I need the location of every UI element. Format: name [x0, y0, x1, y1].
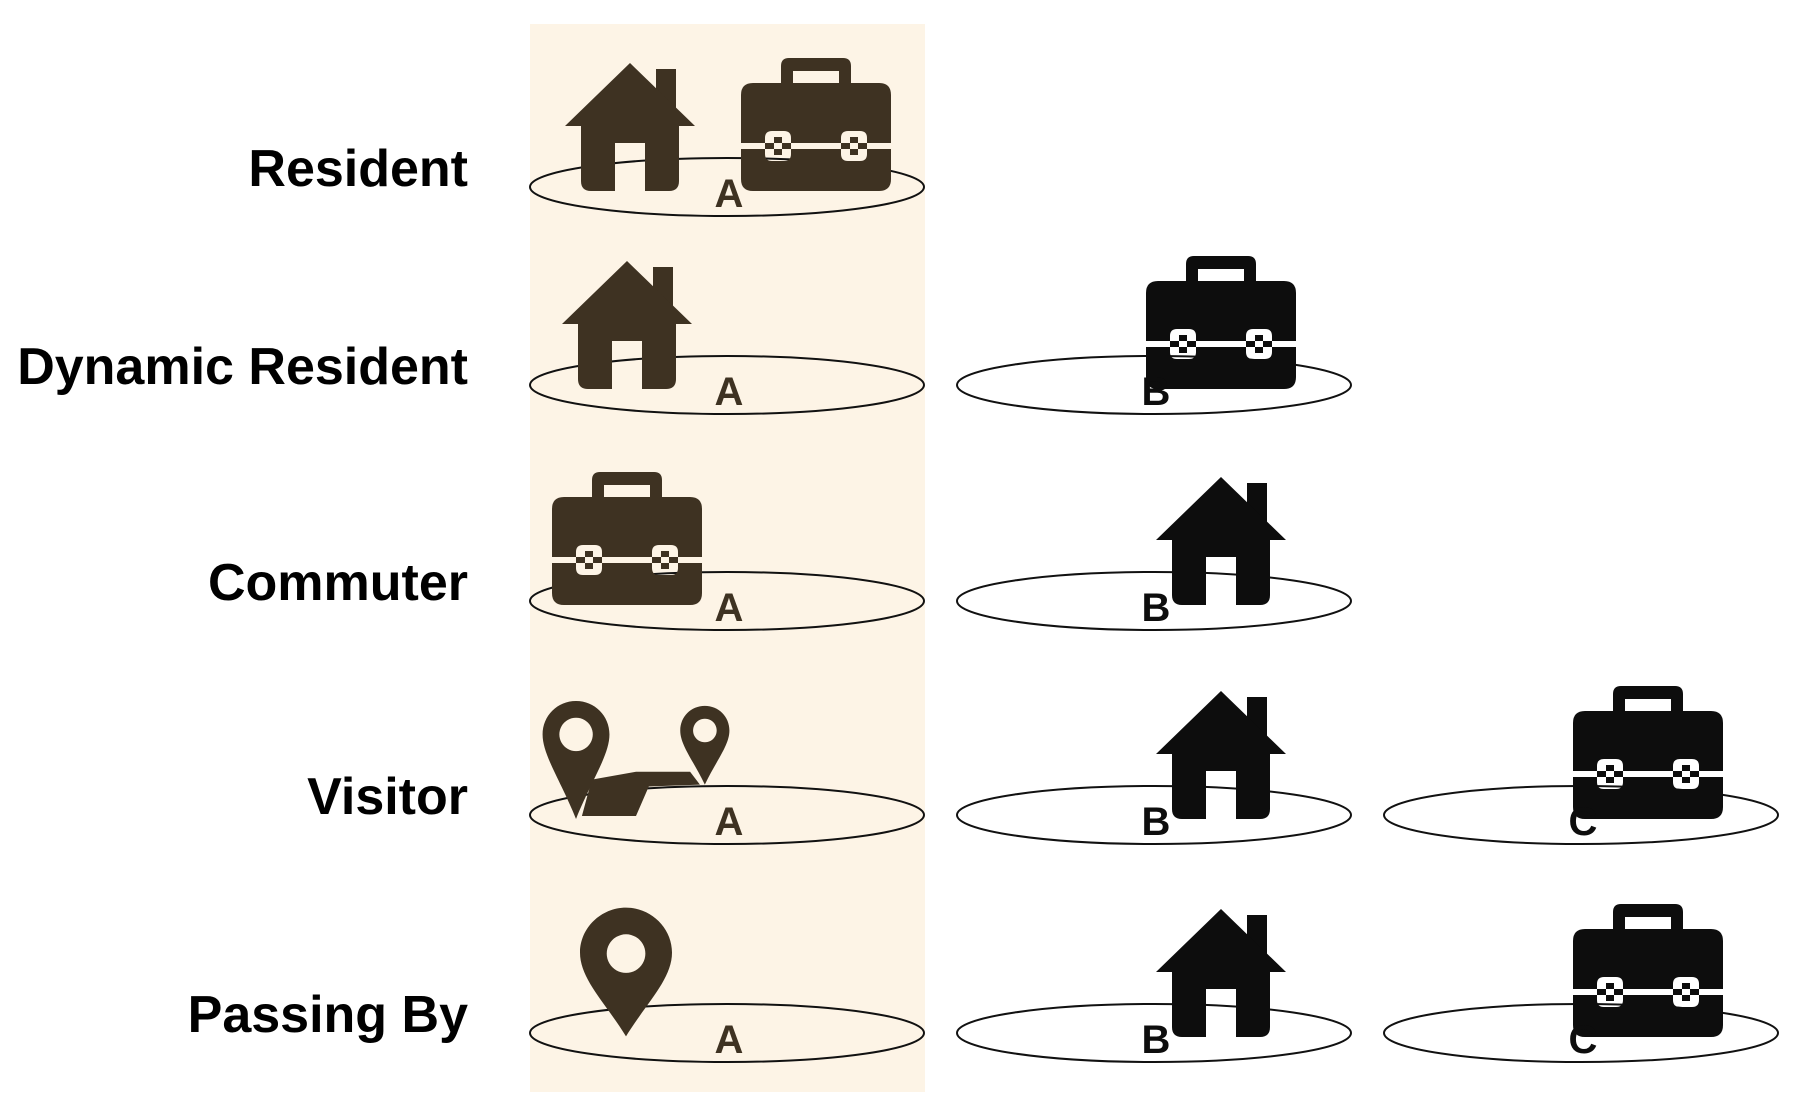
zone-ellipse: [956, 1003, 1352, 1063]
zone-letter: A: [715, 370, 744, 414]
zone-ellipse: [529, 157, 925, 217]
zone-b: B: [956, 691, 1352, 845]
row-label: Dynamic Resident: [17, 338, 468, 396]
zone-c: C: [1383, 904, 1779, 1063]
zone-letter: B: [1142, 586, 1171, 630]
zone-a: A: [529, 907, 925, 1063]
zone-b: B: [956, 256, 1352, 415]
row-label: Commuter: [208, 554, 468, 612]
row-label: Resident: [248, 140, 468, 198]
zone-letter: C: [1569, 800, 1598, 844]
zone-ellipse: [529, 355, 925, 415]
zone-b: B: [956, 909, 1352, 1063]
zone-letter: A: [715, 586, 744, 630]
zone-c: C: [1383, 686, 1779, 845]
zone-letter: A: [715, 172, 744, 216]
house-icon: [1156, 909, 1286, 1037]
row-passing-by: Passing By A B C: [188, 904, 1779, 1063]
zone-a: A: [529, 701, 925, 845]
row-label: Passing By: [188, 986, 468, 1044]
zone-a: A: [529, 261, 925, 415]
zone-ellipse: [956, 571, 1352, 631]
zone-b: B: [956, 477, 1352, 631]
zone-letter: A: [715, 800, 744, 844]
zone-letter: B: [1142, 370, 1171, 414]
row-label: Visitor: [307, 768, 468, 826]
house-icon: [1156, 691, 1286, 819]
zone-letter: A: [715, 1018, 744, 1062]
zone-ellipse: [529, 571, 925, 631]
zone-letter: C: [1569, 1018, 1598, 1062]
zone-ellipse: [529, 785, 925, 845]
zone-letter: B: [1142, 800, 1171, 844]
zone-a: A: [529, 58, 925, 217]
zone-a: A: [529, 472, 925, 631]
zone-letter: B: [1142, 1018, 1171, 1062]
zone-ellipse: [529, 1003, 925, 1063]
zone-ellipse: [956, 785, 1352, 845]
house-icon: [1156, 477, 1286, 605]
